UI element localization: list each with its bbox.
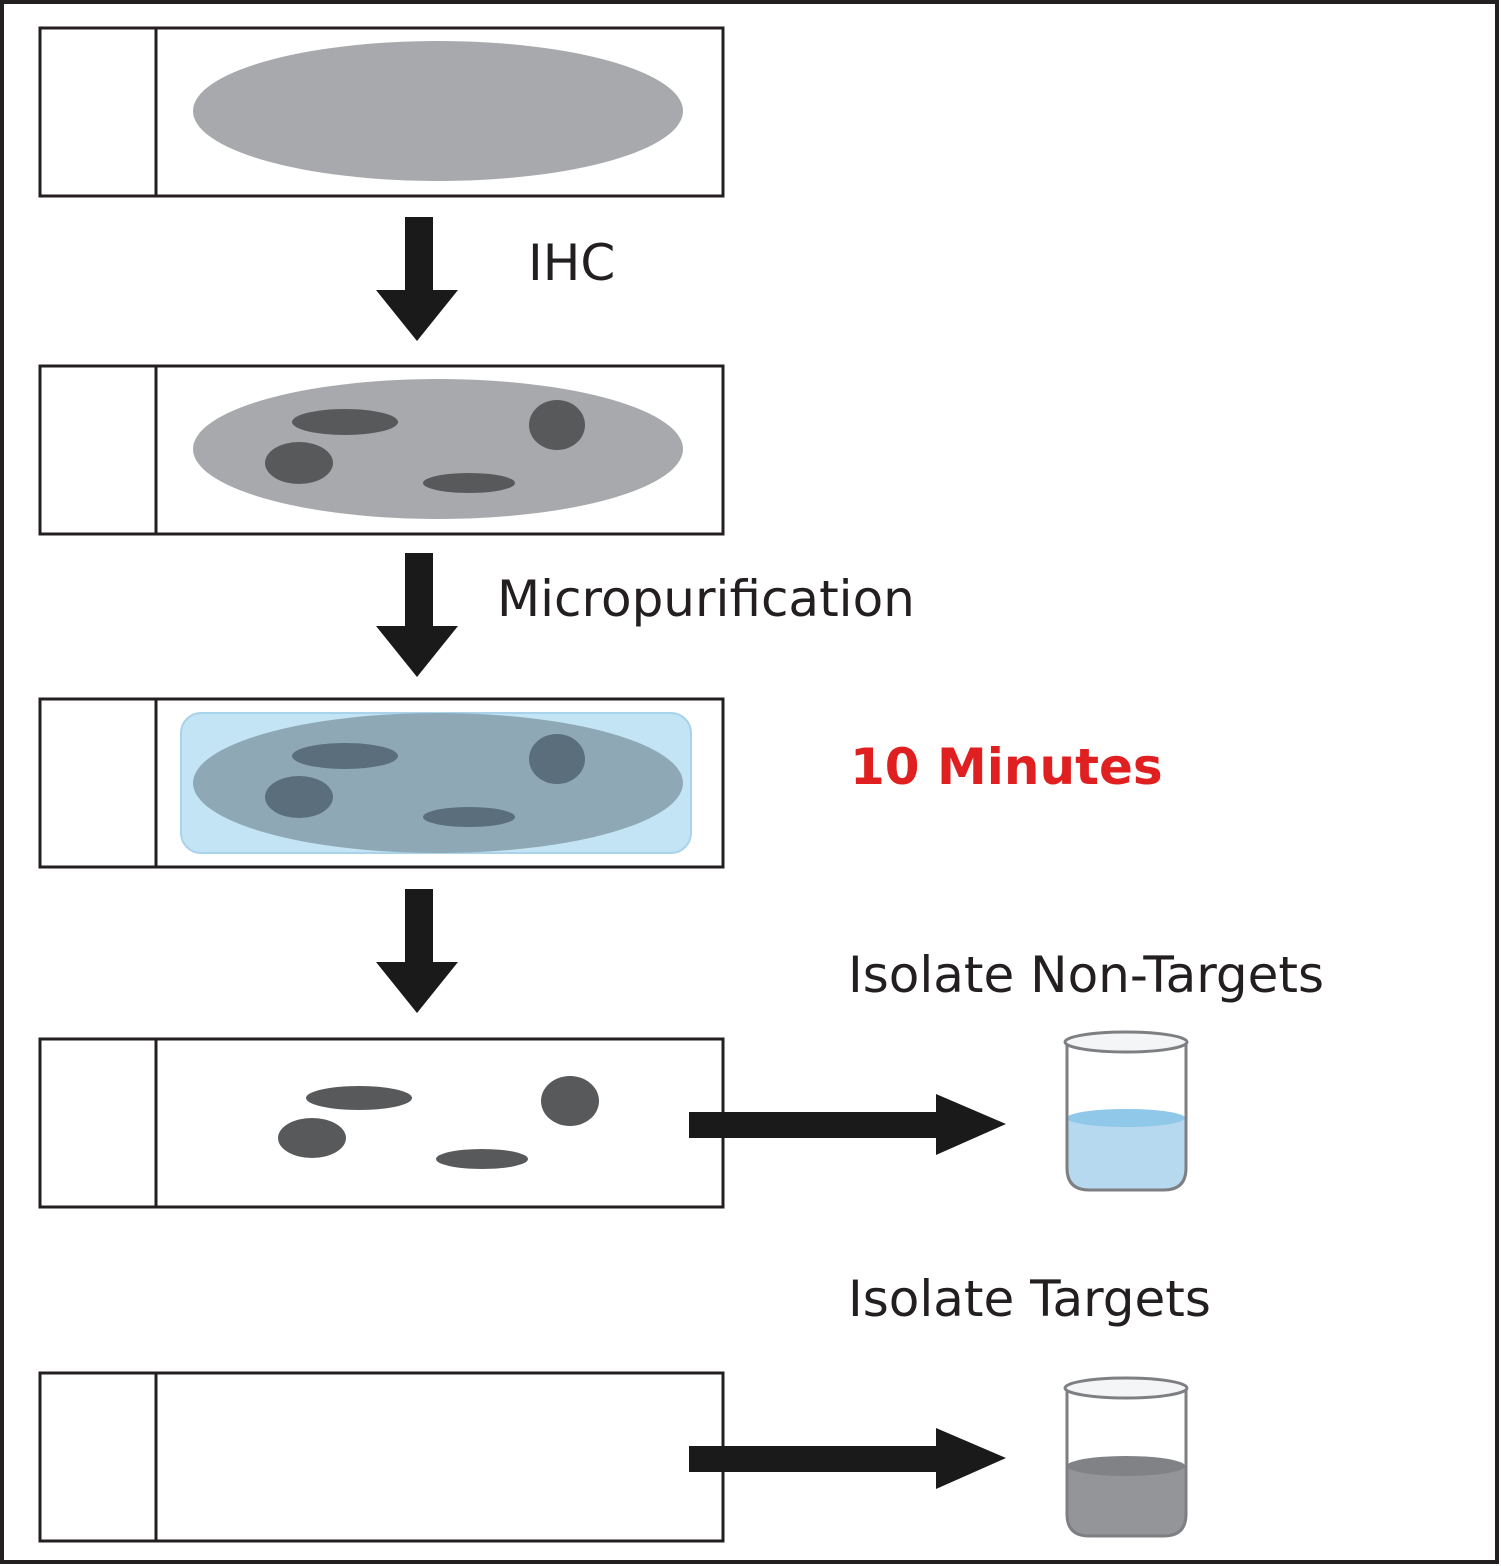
micropurification-step-label: Micropurification <box>497 570 915 628</box>
stained-cell <box>292 743 398 769</box>
down-arrow-icon <box>376 553 458 677</box>
tube-liquid <box>1067 1466 1186 1536</box>
down-arrow-icon <box>376 217 458 341</box>
isolate-non-targets-label: Isolate Non-Targets <box>848 946 1324 1004</box>
duration-label: 10 Minutes <box>850 738 1163 796</box>
stained-cell <box>423 473 515 493</box>
slide-micropurification <box>38 697 725 869</box>
stained-cell <box>436 1149 528 1169</box>
stained-cell <box>265 776 333 818</box>
right-arrow-icon <box>689 1428 1006 1489</box>
ihc-step-label: IHC <box>528 234 615 292</box>
tissue-section <box>193 41 683 181</box>
tube-body <box>1065 1388 1188 1538</box>
isolate-targets-label: Isolate Targets <box>848 1270 1211 1328</box>
stained-cell <box>423 807 515 827</box>
down-arrow-icon <box>376 889 458 1013</box>
tube-liquid-surface <box>1067 1456 1185 1476</box>
tube-icon <box>1063 1030 1189 1192</box>
stained-cell <box>265 442 333 484</box>
tube-liquid <box>1067 1118 1186 1190</box>
stained-cell <box>529 400 585 450</box>
slide-frame <box>38 1371 725 1543</box>
slide-stained <box>38 364 725 536</box>
stained-cell <box>529 734 585 784</box>
stained-cell <box>292 409 398 435</box>
right-arrow-icon <box>689 1094 1006 1155</box>
stained-cell <box>541 1076 599 1126</box>
slide-frame <box>38 1037 725 1209</box>
tube-rim <box>1063 1376 1189 1400</box>
tube-liquid-surface <box>1067 1109 1185 1127</box>
tissue-section <box>193 379 683 519</box>
stained-cell <box>278 1118 346 1158</box>
tube-icon <box>1063 1376 1189 1538</box>
stained-cell <box>306 1086 412 1110</box>
slide-targets-remaining <box>38 1037 725 1209</box>
tube-rim <box>1063 1030 1189 1054</box>
slide-empty <box>38 1371 725 1543</box>
slide-unstained <box>38 26 725 198</box>
tissue-section <box>193 713 683 853</box>
tube-body <box>1065 1042 1188 1192</box>
